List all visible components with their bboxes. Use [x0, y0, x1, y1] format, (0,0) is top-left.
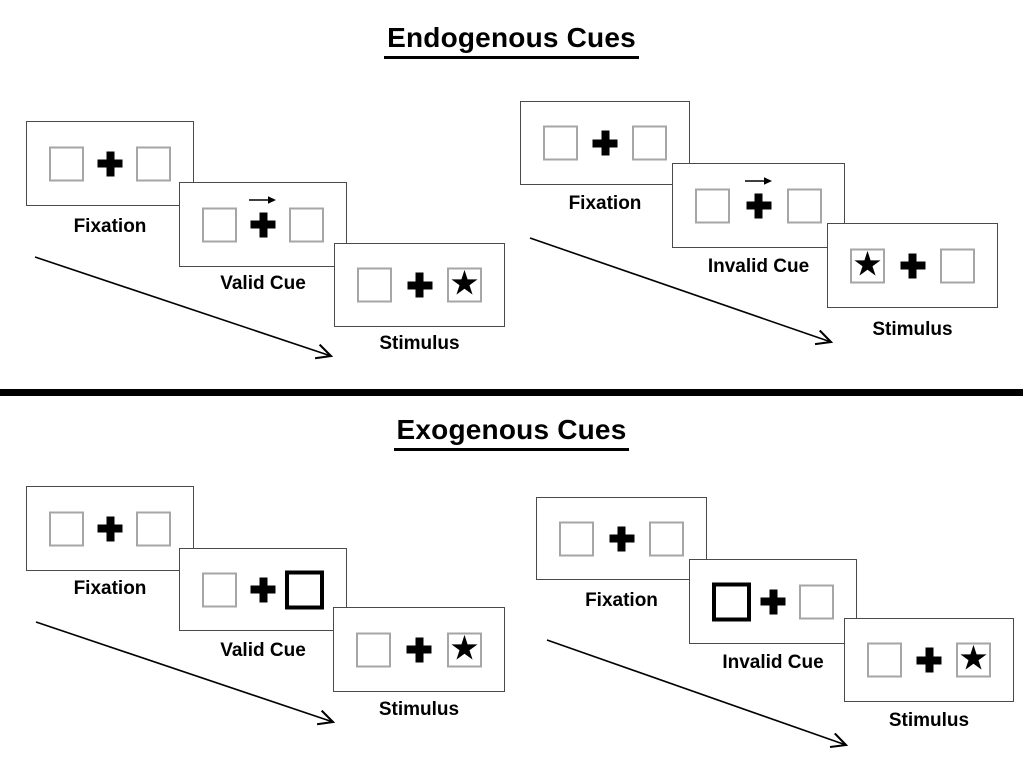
panel-label-fixation: Fixation	[568, 193, 642, 214]
timeline-arrow	[529, 237, 837, 348]
fixation-cross-icon	[609, 526, 634, 551]
star-icon: ★	[958, 639, 989, 678]
panel-valid-cue	[179, 548, 347, 631]
panel-valid-cue	[179, 182, 347, 267]
placeholder-box-right	[632, 125, 667, 161]
placeholder-box-left	[543, 125, 578, 161]
placeholder-box-left	[49, 511, 84, 546]
target-box-right: ★	[447, 629, 482, 667]
panel-stimulus: ★	[334, 243, 505, 327]
panel-label-valid-cue: Valid Cue	[220, 640, 306, 661]
panel-invalid-cue	[689, 559, 857, 644]
panel-fixation	[536, 497, 707, 580]
placeholder-box-left	[357, 267, 392, 303]
panel-stimulus: ★	[844, 618, 1014, 702]
panel-label-stimulus: Stimulus	[888, 710, 970, 731]
star-icon: ★	[852, 245, 883, 283]
target-box-right: ★	[447, 264, 482, 303]
fixation-cross-icon	[406, 637, 432, 662]
fixation-cross-icon	[97, 151, 123, 176]
fixation-cross-icon	[407, 272, 432, 298]
placeholder-box-left	[867, 642, 902, 678]
panel-label-invalid-cue: Invalid Cue	[707, 256, 810, 277]
placeholder-box-right	[136, 146, 171, 181]
section-title-exogenous: Exogenous Cues	[0, 414, 1023, 451]
panel-label-stimulus: Stimulus	[872, 319, 953, 340]
panel-label-fixation: Fixation	[73, 216, 147, 237]
placeholder-box-left	[202, 207, 237, 242]
cue-box-highlight-left	[712, 582, 751, 621]
panel-fixation	[26, 486, 194, 571]
target-box-right: ★	[956, 639, 991, 678]
placeholder-box-right	[799, 584, 834, 619]
timeline-arrow	[546, 639, 852, 751]
panel-fixation	[26, 121, 194, 206]
panel-fixation	[520, 101, 690, 185]
panel-stimulus: ★	[333, 607, 505, 692]
placeholder-box-right	[136, 511, 171, 546]
panel-stimulus: ★	[827, 223, 998, 308]
panel-invalid-cue	[672, 163, 845, 248]
star-icon: ★	[449, 629, 480, 667]
target-box-left: ★	[850, 245, 885, 283]
placeholder-box-right	[787, 188, 822, 223]
panel-label-stimulus: Stimulus	[378, 699, 460, 720]
placeholder-box-left	[356, 632, 391, 667]
fixation-cross-icon	[746, 193, 771, 218]
placeholder-box-right	[940, 248, 975, 283]
fixation-cross-icon	[900, 253, 925, 278]
fixation-cross-icon	[97, 516, 123, 541]
panel-label-valid-cue: Valid Cue	[220, 273, 306, 294]
placeholder-box-left	[695, 188, 730, 223]
section-title-endogenous-text: Endogenous Cues	[384, 22, 639, 59]
placeholder-box-right	[289, 207, 324, 242]
cue-arrow-right-icon	[744, 177, 772, 185]
section-divider-line	[0, 389, 1023, 396]
panel-label-fixation: Fixation	[585, 590, 658, 611]
panel-label-invalid-cue: Invalid Cue	[722, 652, 824, 673]
fixation-cross-icon	[916, 647, 942, 673]
placeholder-box-left	[49, 146, 84, 181]
cue-box-highlight-right	[285, 570, 324, 609]
panel-label-fixation: Fixation	[73, 578, 147, 599]
cue-arrow-right-icon	[249, 196, 276, 204]
fixation-cross-icon	[250, 212, 276, 237]
timeline-arrow	[35, 621, 339, 728]
fixation-cross-icon	[760, 589, 786, 614]
placeholder-box-right	[649, 521, 684, 556]
section-title-exogenous-text: Exogenous Cues	[393, 414, 630, 451]
fixation-cross-icon	[250, 577, 276, 602]
section-title-endogenous: Endogenous Cues	[0, 22, 1023, 59]
panel-label-stimulus: Stimulus	[379, 333, 460, 354]
timeline-arrow	[34, 256, 342, 366]
star-icon: ★	[449, 264, 480, 303]
fixation-cross-icon	[592, 130, 618, 156]
placeholder-box-left	[202, 572, 237, 607]
placeholder-box-left	[559, 521, 594, 556]
